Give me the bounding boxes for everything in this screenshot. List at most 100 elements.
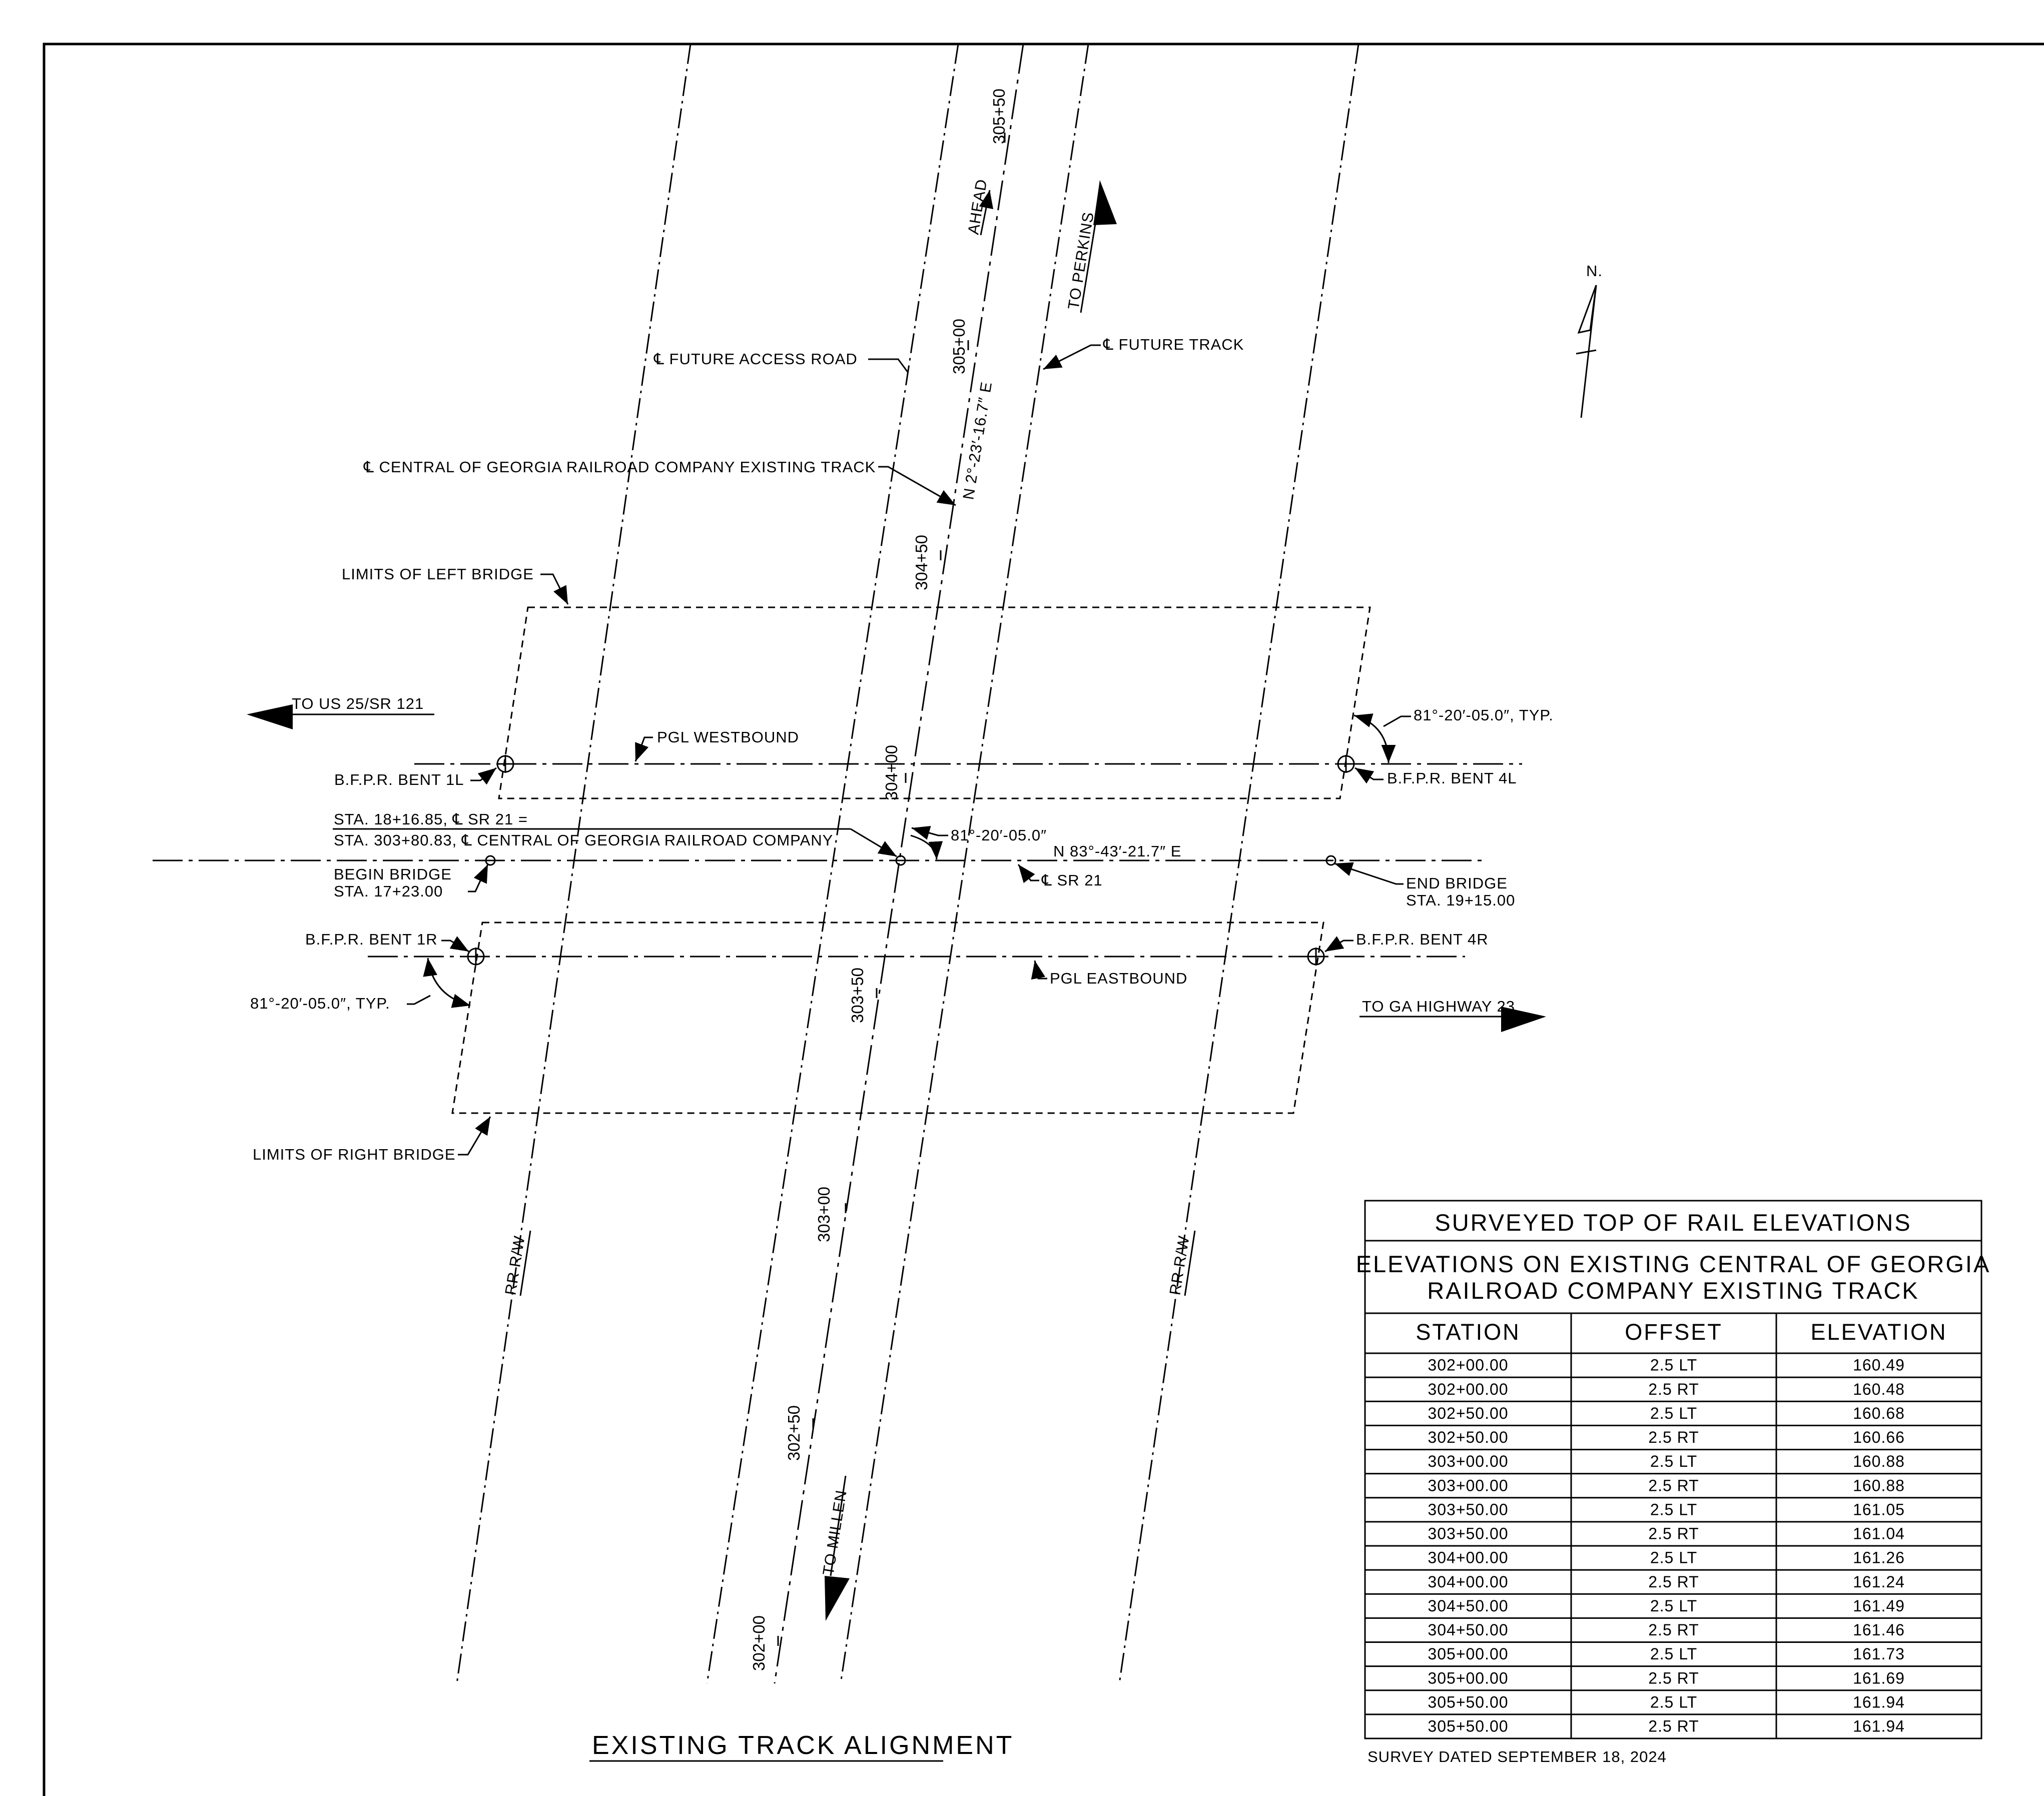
bent-1r-label: B.F.P.R. BENT 1R — [305, 931, 438, 948]
offset-cell: 2.5 LT — [1650, 1693, 1697, 1711]
station-cell: 304+00.00 — [1428, 1549, 1508, 1567]
table-subtitle-2: RAILROAD COMPANY EXISTING TRACK — [1427, 1277, 1919, 1304]
linework — [153, 44, 1522, 1684]
col-header-elevation: ELEVATION — [1811, 1319, 1947, 1345]
offset-cell: 2.5 RT — [1648, 1621, 1699, 1639]
station-cell: 304+50.00 — [1428, 1597, 1508, 1615]
track-bearing-label: N 2°-23′-16.7″ E — [959, 380, 995, 501]
station-cell: 304+00.00 — [1428, 1573, 1508, 1591]
angle-typ-left-label: 81°-20′-05.0″, TYP. — [250, 995, 390, 1012]
begin-bridge-point — [485, 855, 496, 866]
col-header-station: STATION — [1416, 1319, 1520, 1345]
future-access-road-line — [706, 44, 959, 1684]
to-millen-arrow — [825, 1576, 850, 1621]
offset-cell: 2.5 RT — [1648, 1525, 1699, 1543]
elevation-cell: 161.94 — [1853, 1717, 1905, 1735]
plan-title: EXISTING TRACK ALIGNMENT — [592, 1731, 1014, 1760]
elevation-cell: 161.94 — [1853, 1693, 1905, 1711]
future-track-line — [840, 44, 1089, 1684]
end-bridge-label-2: STA. 19+15.00 — [1406, 891, 1515, 909]
begin-bridge-label-2: STA. 17+23.00 — [334, 882, 443, 900]
begin-bridge-label-1: BEGIN BRIDGE — [334, 865, 452, 883]
station-302-00: 302+00 — [750, 1615, 768, 1671]
station-cell: 305+50.00 — [1428, 1717, 1508, 1735]
intersection-point — [895, 855, 906, 866]
offset-cell: 2.5 LT — [1650, 1597, 1697, 1615]
right-bridge-limits — [451, 922, 1324, 1114]
station-cell: 302+00.00 — [1428, 1380, 1508, 1398]
elevation-cell: 161.05 — [1853, 1500, 1905, 1518]
existing-track-label: ℄ CENTRAL OF GEORGIA RAILROAD COMPANY EX… — [363, 458, 876, 476]
station-cell: 303+50.00 — [1428, 1525, 1508, 1543]
table-subtitle-1: ELEVATIONS ON EXISTING CENTRAL OF GEORGI… — [1356, 1251, 1991, 1277]
offset-cell: 2.5 LT — [1650, 1356, 1697, 1374]
station-304-50: 304+50 — [912, 535, 931, 590]
station-303-50: 303+50 — [848, 968, 867, 1023]
existing-track-centerline — [774, 44, 1024, 1684]
sr21-centerline-label: ℄ SR 21 — [1041, 871, 1103, 889]
station-304-00: 304+00 — [882, 745, 901, 800]
offset-cell: 2.5 RT — [1648, 1573, 1699, 1591]
elevation-cell: 161.46 — [1853, 1621, 1905, 1639]
end-bridge-label-1: END BRIDGE — [1406, 874, 1508, 892]
to-us25-label: TO US 25/SR 121 — [292, 695, 424, 712]
station-302-50: 302+50 — [785, 1405, 803, 1461]
elevation-cell: 161.73 — [1853, 1645, 1905, 1663]
elevation-cell: 160.88 — [1853, 1476, 1905, 1494]
future-track-label: ℄ FUTURE TRACK — [1103, 336, 1244, 353]
elevation-cell: 161.04 — [1853, 1525, 1905, 1543]
station-cell: 303+00.00 — [1428, 1476, 1508, 1494]
elevation-cell: 161.24 — [1853, 1573, 1905, 1591]
sta-equation-line-2: STA. 303+80.83, ℄ CENTRAL OF GEORGIA RAI… — [334, 831, 833, 849]
bent-4l-label: B.F.P.R. BENT 4L — [1387, 769, 1517, 787]
annotations: AHEAD TO PERKINS TO MILLEN ℄ FUTURE ACCE… — [247, 178, 1603, 1762]
bent-4r-label: B.F.P.R. BENT 4R — [1356, 931, 1489, 948]
to-perkins-arrow — [1093, 180, 1117, 225]
offset-cell: 2.5 LT — [1650, 1452, 1697, 1470]
north-arrow-icon: N. — [1576, 262, 1603, 418]
to-perkins-label: TO PERKINS — [1064, 211, 1097, 311]
to-ga23-label: TO GA HIGHWAY 23 — [1362, 998, 1515, 1015]
sta-equation-line-1: STA. 18+16.85, ℄ SR 21 = — [334, 810, 528, 828]
offset-cell: 2.5 RT — [1648, 1476, 1699, 1494]
station-303-00: 303+00 — [815, 1187, 833, 1242]
station-cell: 302+50.00 — [1428, 1428, 1508, 1446]
station-ticks: 305+50 305+00 304+50 304+00 303+50 303+0… — [750, 89, 1008, 1671]
elevation-cell: 161.69 — [1853, 1669, 1905, 1687]
end-bridge-point — [1325, 855, 1336, 866]
station-cell: 305+00.00 — [1428, 1669, 1508, 1687]
elevation-table: SURVEYED TOP OF RAIL ELEVATIONS ELEVATIO… — [1356, 1200, 1991, 1765]
station-cell: 303+50.00 — [1428, 1500, 1508, 1518]
to-ga23-arrow — [1501, 1007, 1546, 1032]
elevation-cell: 161.49 — [1853, 1597, 1905, 1615]
offset-cell: 2.5 RT — [1648, 1717, 1699, 1735]
offset-cell: 2.5 LT — [1650, 1500, 1697, 1518]
station-cell: 305+00.00 — [1428, 1645, 1508, 1663]
offset-cell: 2.5 LT — [1650, 1645, 1697, 1663]
offset-cell: 2.5 RT — [1648, 1428, 1699, 1446]
elevation-cell: 160.68 — [1853, 1404, 1905, 1422]
elevation-cell: 160.88 — [1853, 1452, 1905, 1470]
offset-cell: 2.5 RT — [1648, 1669, 1699, 1687]
offset-cell: 2.5 LT — [1650, 1549, 1697, 1567]
col-header-offset: OFFSET — [1625, 1319, 1723, 1345]
to-us25-arrow — [247, 704, 293, 729]
table-title: SURVEYED TOP OF RAIL ELEVATIONS — [1435, 1209, 1911, 1236]
station-cell: 303+00.00 — [1428, 1452, 1508, 1470]
left-bridge-limits — [498, 606, 1371, 799]
offset-cell: 2.5 LT — [1650, 1404, 1697, 1422]
pgl-westbound-label: PGL WESTBOUND — [657, 728, 799, 746]
rr-rw-right-line — [1118, 44, 1359, 1684]
angle-center-label: 81°-20′-05.0″ — [951, 826, 1047, 844]
station-305-00: 305+00 — [950, 319, 968, 374]
elevation-cell: 160.66 — [1853, 1428, 1905, 1446]
offset-cell: 2.5 RT — [1648, 1380, 1699, 1398]
elevation-cell: 161.26 — [1853, 1549, 1905, 1567]
station-cell: 305+50.00 — [1428, 1693, 1508, 1711]
angle-typ-right-label: 81°-20′-05.0″, TYP. — [1414, 706, 1554, 724]
survey-date-note: SURVEY DATED SEPTEMBER 18, 2024 — [1368, 1748, 1667, 1765]
rr-rw-left-label: RR R/W — [501, 1234, 528, 1296]
north-label: N. — [1586, 262, 1603, 280]
